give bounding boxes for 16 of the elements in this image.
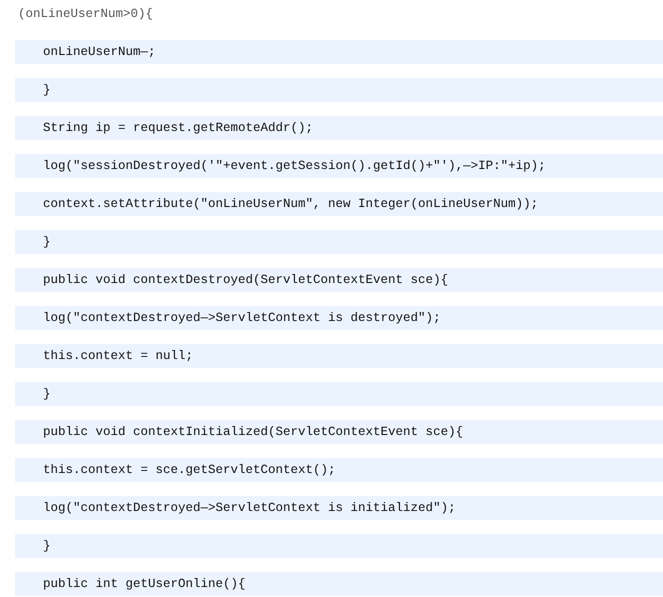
code-line: public int getUserOnline(){ bbox=[43, 576, 246, 593]
code-line: } bbox=[43, 234, 51, 251]
code-line: this.context = sce.getServletContext(); bbox=[43, 462, 336, 479]
code-line: } bbox=[43, 82, 51, 99]
code-line: } bbox=[43, 386, 51, 403]
code-line: (onLineUserNum>0){ bbox=[18, 6, 154, 23]
code-line: log("sessionDestroyed('"+event.getSession().getId()+"'),—>IP:"+ip); bbox=[43, 158, 546, 175]
code-line: public void contextDestroyed(ServletContextEvent sce){ bbox=[43, 272, 448, 289]
code-line: context.setAttribute("onLineUserNum", new Integer(onLineUserNum)); bbox=[43, 196, 538, 213]
code-line: log("contextDestroyed—>ServletContext is destroyed"); bbox=[43, 310, 441, 327]
code-line: onLineUserNum—; bbox=[43, 44, 156, 61]
code-line: String ip = request.getRemoteAddr(); bbox=[43, 120, 314, 137]
code-line: } bbox=[43, 538, 51, 555]
code-line: this.context = null; bbox=[43, 348, 194, 365]
code-line: public void contextInitialized(ServletContextEvent sce){ bbox=[43, 424, 464, 441]
code-line: log("contextDestroyed—>ServletContext is initialized"); bbox=[43, 500, 456, 517]
